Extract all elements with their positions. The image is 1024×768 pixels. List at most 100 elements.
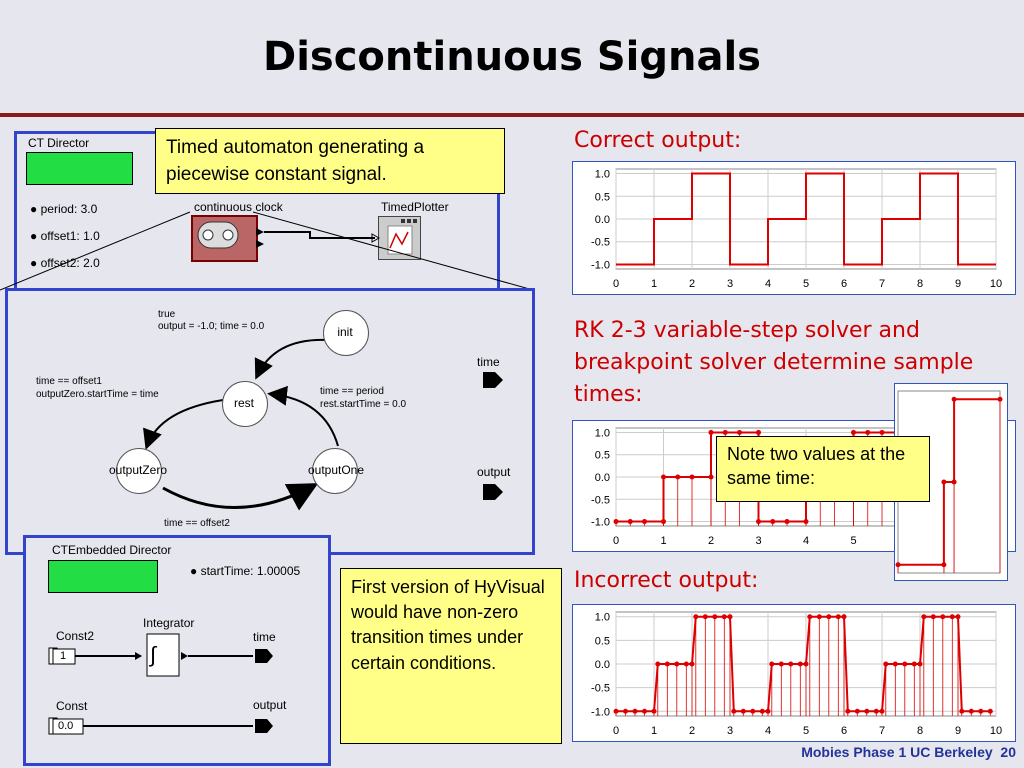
x-tick-label: 3 xyxy=(727,725,733,737)
zero-one-guard: time == offset2 xyxy=(164,518,230,529)
incorrect-heading: Incorrect output: xyxy=(574,568,759,593)
integrator-symbol: ∫ xyxy=(150,642,157,667)
data-point xyxy=(769,661,775,667)
ct-director-icon[interactable] xyxy=(26,152,133,185)
data-point xyxy=(864,708,870,714)
series-line xyxy=(616,172,996,266)
state-output-zero-label: outputZero xyxy=(108,463,168,477)
param-item: ● offset2: 2.0 xyxy=(30,256,100,283)
state-rest[interactable] xyxy=(222,381,268,427)
data-point xyxy=(661,474,666,480)
output-port-icon xyxy=(255,719,273,733)
clock-icon xyxy=(197,221,264,249)
zero-one-transition xyxy=(162,483,319,511)
footer: Mobies Phase 1 UC Berkeley 20 xyxy=(801,744,1016,760)
x-tick-label: 8 xyxy=(917,278,923,290)
one-rest-transition xyxy=(267,385,339,447)
x-tick-label: 1 xyxy=(651,278,657,290)
data-point xyxy=(879,708,885,714)
data-point xyxy=(674,661,680,667)
state-output-one[interactable] xyxy=(312,448,358,494)
y-tick-label: -0.5 xyxy=(591,683,610,695)
data-point xyxy=(642,708,647,714)
data-point xyxy=(765,708,771,714)
data-point xyxy=(941,562,947,568)
x-tick-label: 4 xyxy=(765,725,771,737)
data-point xyxy=(708,474,714,480)
bullet-icon: ● xyxy=(30,229,38,243)
data-point xyxy=(702,614,708,620)
x-tick-label: 2 xyxy=(689,725,695,737)
data-point xyxy=(712,614,718,620)
signal-link xyxy=(264,231,375,239)
data-point xyxy=(949,614,955,620)
integrator-label: Integrator xyxy=(143,616,195,630)
const-value: 0.0 xyxy=(58,720,74,732)
data-point xyxy=(895,562,901,568)
data-point xyxy=(693,614,699,620)
data-point xyxy=(803,519,809,525)
data-point xyxy=(902,661,908,667)
y-tick-label: -1.0 xyxy=(591,259,610,271)
x-tick-label: 5 xyxy=(803,725,809,737)
x-tick-label: 2 xyxy=(689,278,695,290)
one-rest-guard: time == period xyxy=(320,386,384,397)
data-point xyxy=(968,708,974,714)
data-point xyxy=(978,708,984,714)
data-point xyxy=(835,614,841,620)
bullet-icon: ● xyxy=(190,564,198,578)
integrator-actor[interactable] xyxy=(146,633,180,677)
clock-label: continuous clock xyxy=(194,200,283,214)
data-point xyxy=(873,708,879,714)
data-point xyxy=(759,708,765,714)
x-tick-label: 9 xyxy=(955,725,961,737)
param-item: ● offset1: 1.0 xyxy=(30,229,100,256)
data-point xyxy=(883,661,889,667)
two-values-note: Note two values at the same time: xyxy=(716,436,930,502)
state-init[interactable] xyxy=(323,310,369,356)
x-tick-label: 6 xyxy=(841,725,847,737)
data-point xyxy=(879,429,885,435)
init-transition xyxy=(254,338,328,380)
data-point xyxy=(627,519,633,525)
data-point xyxy=(689,474,695,480)
data-point xyxy=(731,708,737,714)
data-point xyxy=(683,661,689,667)
state-output-one-label: outputOne xyxy=(307,463,365,477)
data-point xyxy=(803,661,809,667)
data-point xyxy=(854,708,860,714)
page-number: 20 xyxy=(1000,744,1016,760)
data-point xyxy=(737,429,742,435)
const2-value: 1 xyxy=(60,650,67,662)
data-point xyxy=(756,429,761,435)
ctembedded-director-label: CTEmbedded Director xyxy=(52,543,172,557)
time-output-port-icon xyxy=(255,649,273,663)
param-offset1: offset1: 1.0 xyxy=(40,229,100,243)
x-tick-label: 1 xyxy=(660,535,666,547)
data-point xyxy=(756,519,761,525)
data-point xyxy=(632,708,638,714)
correct-heading: Correct output: xyxy=(574,128,742,153)
data-point xyxy=(727,614,733,620)
state-output-zero[interactable] xyxy=(116,448,162,494)
ctembedded-director-icon[interactable] xyxy=(48,560,158,593)
data-point xyxy=(917,661,923,667)
hyvisual-note: First version of HyVisual would have non… xyxy=(340,568,562,744)
data-point xyxy=(841,614,847,620)
fsm-time-port-label: time xyxy=(477,355,500,369)
data-point xyxy=(955,614,961,620)
y-tick-label: 1.0 xyxy=(595,427,610,439)
refinement-time-port-label: time xyxy=(253,630,276,644)
y-tick-label: 0.5 xyxy=(595,635,610,647)
top-model-graphics xyxy=(197,219,417,255)
x-tick-label: 9 xyxy=(955,278,961,290)
y-tick-label: 0.5 xyxy=(595,191,610,203)
data-point xyxy=(911,661,917,667)
plotter-label: TimedPlotter xyxy=(381,200,449,214)
refinement-output-port-label: output xyxy=(253,698,287,712)
x-tick-label: 10 xyxy=(990,725,1002,737)
data-point xyxy=(613,519,619,525)
data-point xyxy=(750,708,756,714)
data-point xyxy=(722,429,728,435)
rest-zero-guard: time == offset1 xyxy=(36,376,102,387)
